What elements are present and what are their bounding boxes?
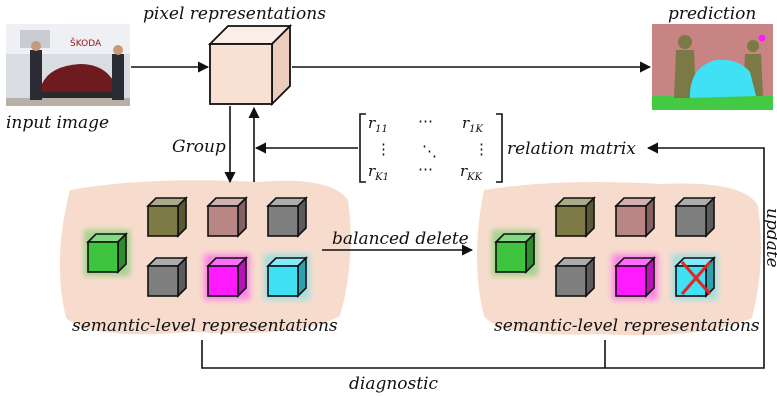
matrix-hdots-bottom: ⋯ [418, 160, 433, 178]
matrix-ddots: ⋱ [422, 142, 437, 160]
cube-rose-right [614, 196, 656, 238]
diagnostic-label: diagnostic [349, 374, 439, 394]
delete-x-mark [680, 261, 712, 295]
svg-text:ŠKODA: ŠKODA [70, 37, 102, 49]
matrix-left-bracket [359, 113, 366, 183]
group-label: Group [172, 137, 226, 157]
pixel-representation-cube [207, 23, 293, 107]
matrix-hdots-top: ⋯ [418, 112, 433, 130]
matrix-entry-rK1: rK1 [368, 162, 389, 183]
cube-magenta-right [612, 254, 658, 300]
cube-gray-top-right [674, 196, 716, 238]
semantic-level-representations-right-label: semantic-level representations [494, 316, 760, 336]
cube-gray-top-left [266, 196, 308, 238]
cube-olive-right [554, 196, 596, 238]
matrix-entry-r11: r11 [368, 114, 388, 135]
cube-rose-left [206, 196, 248, 238]
pixel-representations-label: pixel representations [143, 4, 326, 24]
input-image-label: input image [6, 113, 109, 133]
balanced-delete-label: balanced delete [332, 229, 469, 249]
matrix-entry-r1K: r1K [462, 114, 484, 135]
update-label: update [762, 208, 777, 268]
cube-gray-bottom-right [554, 256, 596, 298]
cube-cyan-left [264, 254, 310, 300]
relation-matrix-label: relation matrix [507, 139, 636, 159]
matrix-vdots-left: ⋮ [376, 140, 391, 158]
matrix-vdots-right: ⋮ [474, 140, 489, 158]
input-image: ŠKODA [6, 24, 130, 106]
relation-matrix: r11 ⋯ r1K ⋮ ⋱ ⋮ rK1 ⋯ rKK [359, 112, 503, 183]
cube-gray-bottom-left [146, 256, 188, 298]
cube-olive-left [146, 196, 188, 238]
diagnostic-update-path [201, 142, 765, 369]
matrix-entry-rKK: rKK [460, 162, 483, 183]
cube-green-left [84, 230, 130, 276]
cube-green-right [492, 230, 538, 276]
prediction-image [652, 24, 773, 110]
matrix-right-bracket [496, 113, 503, 183]
prediction-label: prediction [668, 4, 756, 24]
semantic-level-representations-left-label: semantic-level representations [72, 316, 338, 336]
cube-magenta-left [204, 254, 250, 300]
